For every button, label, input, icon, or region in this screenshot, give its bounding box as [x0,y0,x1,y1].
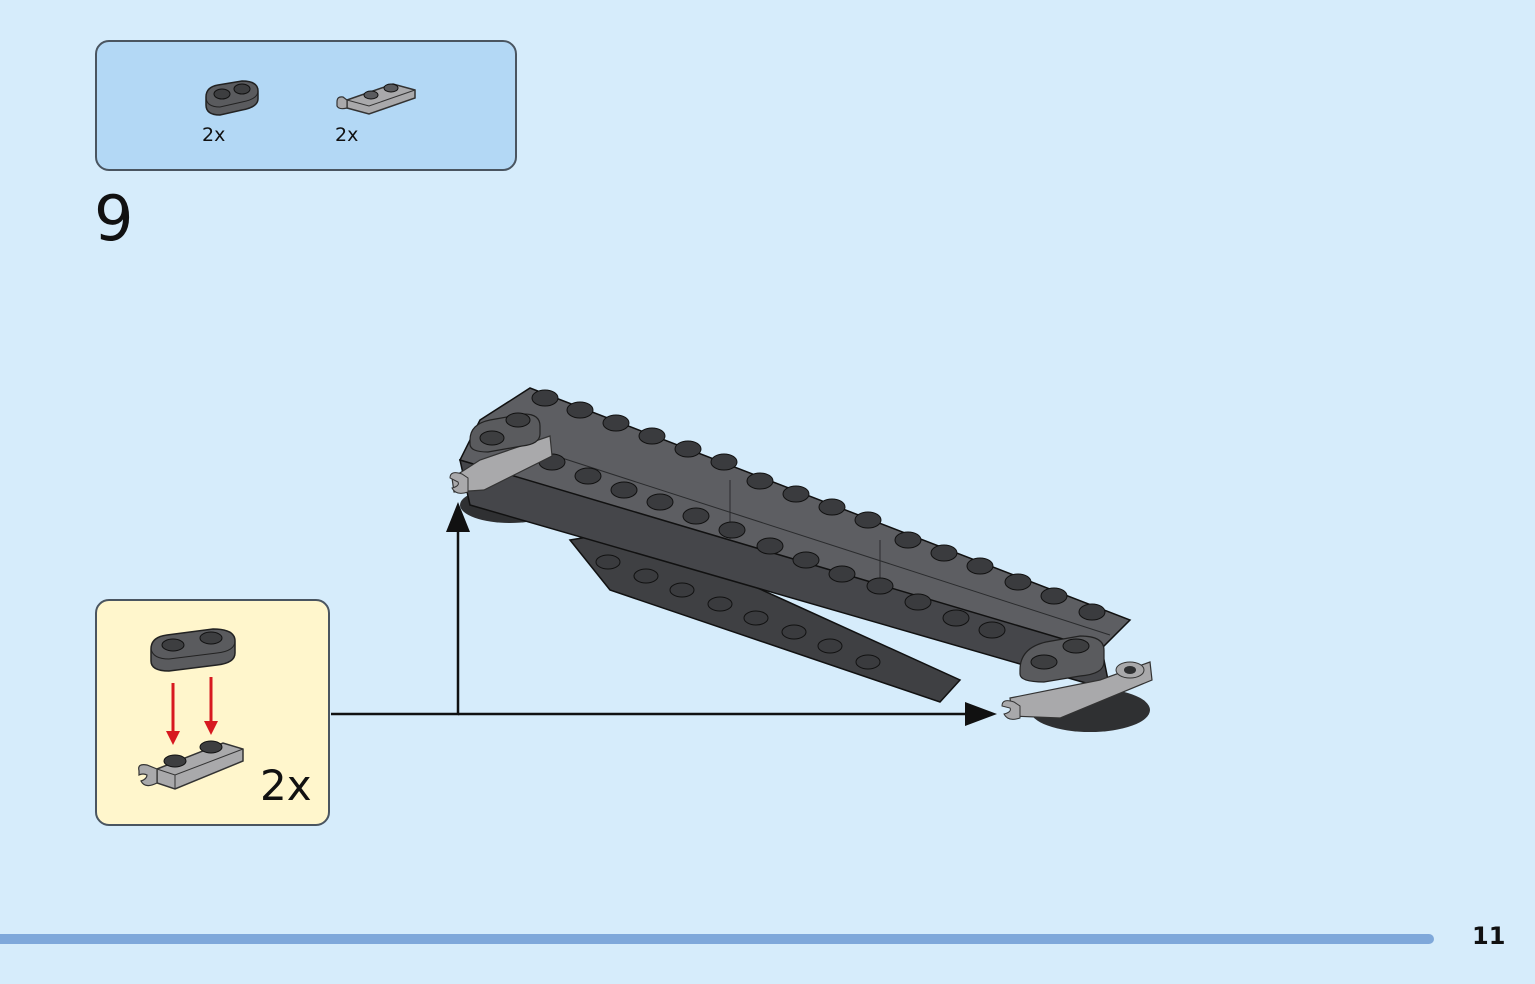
subassembly-qty: 2x [260,761,312,810]
footer-progress-bar [0,934,1434,944]
parts-list-box: 2x 2x [95,40,517,171]
model-illustration [449,387,1153,732]
subassembly-box: 2x [95,599,330,826]
subassembly-illustration [138,628,244,790]
part-qty-2: 2x [335,124,359,146]
step-number: 9 [94,182,134,255]
dark-grey-rounded-plate-icon [205,80,259,116]
part-qty-1: 2x [202,124,226,146]
page-number: 11 [1472,922,1506,950]
light-grey-clip-plate-icon [336,83,416,115]
